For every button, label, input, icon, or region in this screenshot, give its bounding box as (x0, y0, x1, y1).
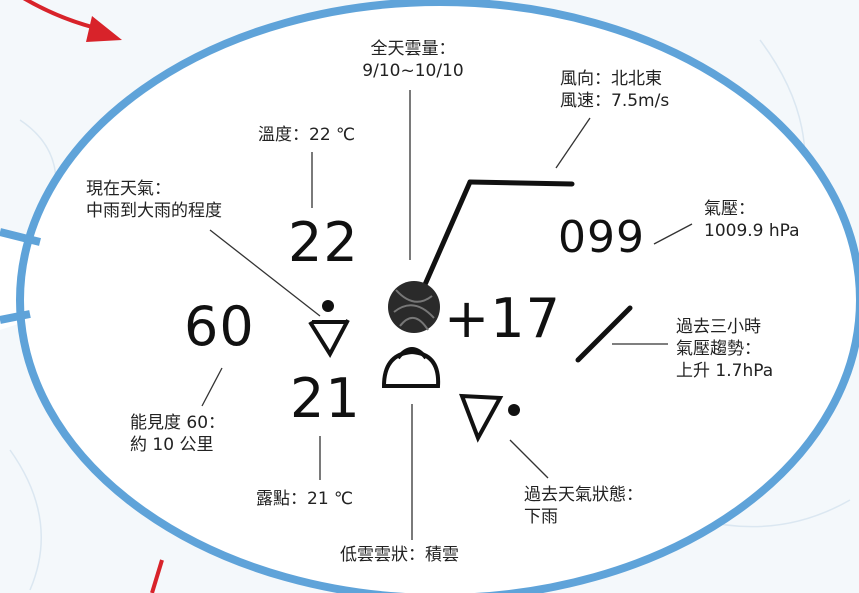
label-wind-direction: 風向：北北東 (560, 69, 662, 89)
red-squiggle (150, 559, 164, 593)
label-tendency-line2: 氣壓趨勢： (676, 339, 761, 359)
label-past-weather-value: 下雨 (524, 507, 558, 527)
temperature-value: 22 (288, 211, 359, 274)
label-present-weather-value: 中雨到大雨的程度 (86, 201, 222, 221)
label-pressure: 氣壓： 1009.9 hPa (704, 198, 800, 242)
label-temperature-text: 溫度：22 ℃ (258, 125, 356, 145)
label-cloud-cover-title: 全天雲量： (370, 39, 456, 59)
present-weather-symbol (308, 300, 350, 359)
label-present-weather-title: 現在天氣： (86, 179, 171, 199)
label-present-weather: 現在天氣： 中雨到大雨的程度 (86, 178, 222, 222)
label-low-cloud: 低雲雲狀：積雲 (340, 544, 459, 566)
tendency-symbol (575, 305, 633, 363)
label-tendency-line1: 過去三小時 (676, 317, 761, 337)
label-wind: 風向：北北東 風速：7.5m/s (560, 68, 669, 112)
label-temperature: 溫度：22 ℃ (258, 124, 355, 146)
label-cloud-cover-value: 9/10~10/10 (362, 61, 464, 81)
visibility-value: 60 (184, 295, 255, 358)
label-dewpoint-text: 露點：21 ℃ (256, 489, 354, 509)
dewpoint-value: 21 (290, 367, 361, 430)
station-circle (388, 281, 440, 333)
label-pressure-title: 氣壓： (704, 199, 755, 219)
label-pressure-value: 1009.9 hPa (704, 221, 800, 241)
leader-lines (201, 90, 693, 540)
label-dewpoint: 露點：21 ℃ (256, 488, 353, 510)
pressure-value: 099 (558, 212, 645, 263)
label-tendency: 過去三小時 氣壓趨勢： 上升 1.7hPa (676, 316, 773, 382)
label-past-weather-title: 過去天氣狀態： (524, 485, 643, 505)
label-cloud-cover: 全天雲量： 9/10~10/10 (338, 38, 488, 82)
pressure-tendency-value: +17 (444, 287, 561, 350)
label-past-weather: 過去天氣狀態： 下雨 (524, 484, 643, 528)
low-cloud-symbol (381, 347, 441, 388)
wind-barb (417, 179, 575, 299)
label-visibility-value: 約 10 公里 (130, 435, 214, 455)
past-weather-symbol (459, 393, 520, 443)
red-arrow (22, 0, 122, 42)
label-wind-speed: 風速：7.5m/s (560, 91, 670, 111)
label-visibility-title: 能見度 60： (130, 413, 226, 433)
label-tendency-line3: 上升 1.7hPa (676, 361, 774, 381)
label-visibility: 能見度 60： 約 10 公里 (130, 412, 225, 456)
label-low-cloud-text: 低雲雲狀：積雲 (340, 545, 459, 565)
